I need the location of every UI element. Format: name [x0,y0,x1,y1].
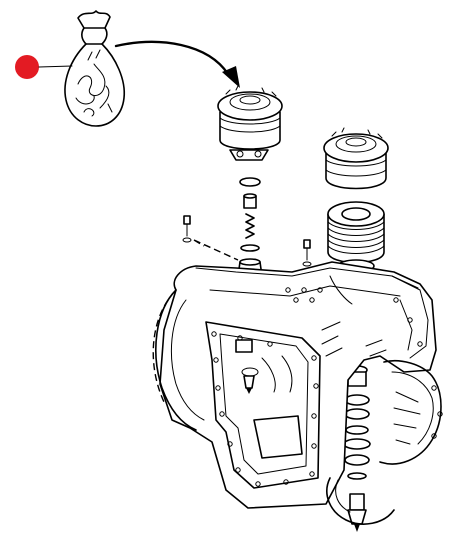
transmission-housing [152,261,443,525]
parts-bag-icon [64,10,126,127]
arrow-icon [114,40,240,88]
friction-disc-stack [327,201,385,273]
clutch-pack-a [217,85,283,161]
clutch-pack-b [323,127,389,190]
callout-leader-line [38,65,73,68]
bolt-left [182,215,192,243]
bolt-centre [302,239,312,267]
callout-dot-icon [15,55,39,79]
dashed-leader [193,239,239,261]
housing-bolt-holes [211,287,423,487]
